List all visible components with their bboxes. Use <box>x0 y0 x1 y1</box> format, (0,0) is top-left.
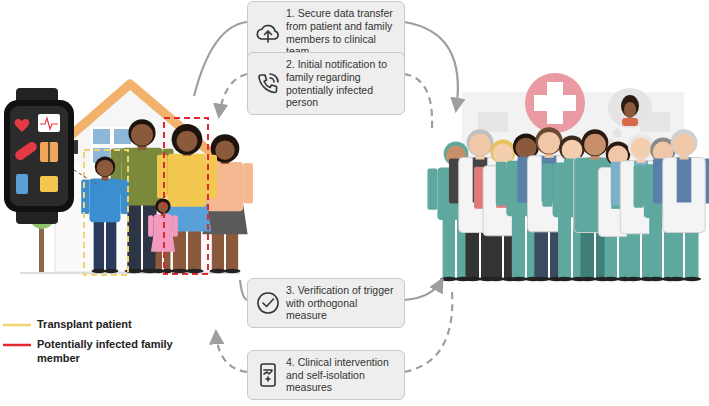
person-figure <box>81 157 129 274</box>
step-icon <box>254 19 282 47</box>
legend-item: Potentially infected family member <box>3 338 187 366</box>
step-icon <box>254 361 282 389</box>
legend: Transplant patientPotentially infected f… <box>3 318 187 372</box>
legend-label: Transplant patient <box>37 318 187 332</box>
legend-line <box>3 338 37 352</box>
step-label: 1. Secure data transfer from patient and… <box>286 7 397 57</box>
person-figure <box>653 129 709 281</box>
infected-bracket <box>164 118 208 274</box>
clinicians <box>427 127 709 281</box>
family <box>81 119 253 273</box>
step-label: 4. Clinical intervention and self-isolat… <box>286 356 397 394</box>
legend-item: Transplant patient <box>3 318 187 332</box>
legend-label: Potentially infected family member <box>37 338 187 366</box>
step-box: 2. Initial notification to family regard… <box>247 52 405 115</box>
cycle-arrows <box>194 22 458 372</box>
smartwatch <box>4 88 78 224</box>
patient-bracket <box>84 150 128 275</box>
legend-line <box>3 318 37 332</box>
step-label: 3. Verification of trigger with orthogon… <box>286 284 397 322</box>
step-box: 3. Verification of trigger with orthogon… <box>247 278 405 328</box>
person-figure <box>542 135 602 281</box>
watch-link <box>74 170 98 185</box>
step-icon <box>254 289 282 317</box>
step-box: 4. Clinical intervention and self-isolat… <box>247 350 405 400</box>
step-icon <box>254 70 282 98</box>
step-label: 2. Initial notification to family regard… <box>286 58 397 108</box>
